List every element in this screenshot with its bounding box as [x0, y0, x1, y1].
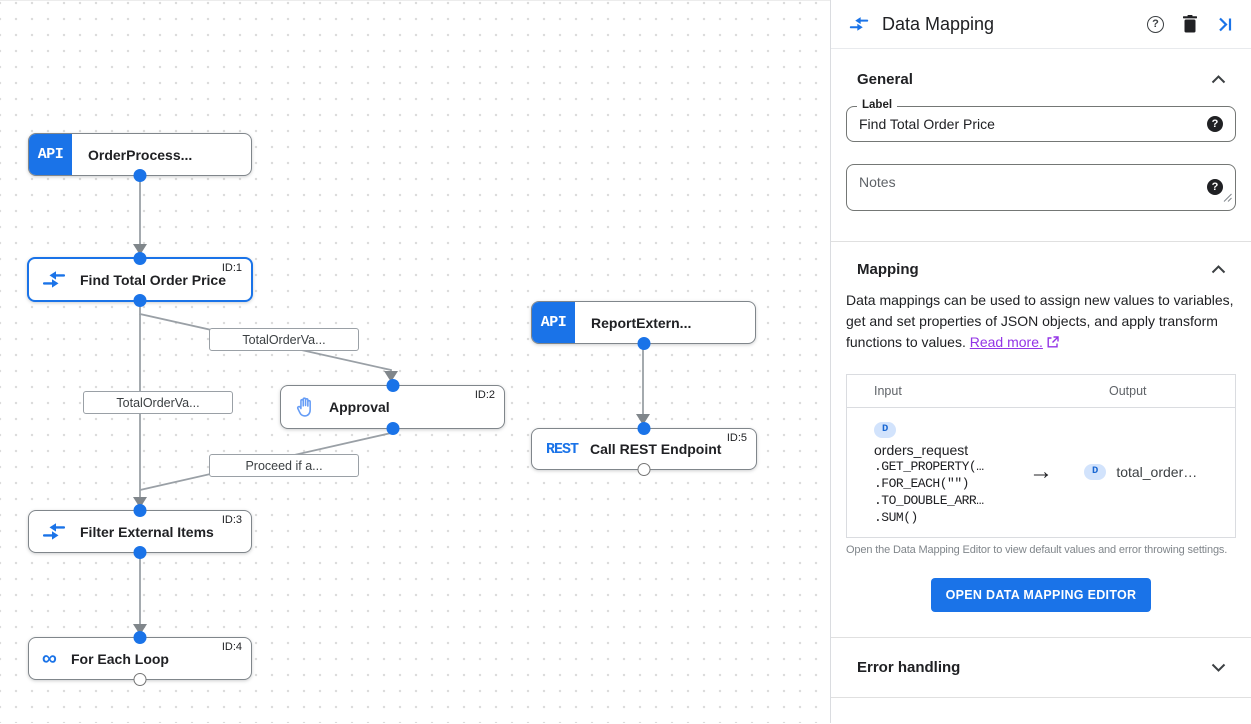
output-port[interactable] [133, 169, 147, 182]
edge-label-totalorder-filter[interactable]: TotalOrderVa... [83, 391, 233, 414]
input-port[interactable] [133, 252, 147, 265]
output-port[interactable] [637, 463, 651, 476]
node-label: Find Total Order Price [80, 271, 226, 288]
mapping-description: Data mappings can be used to assign new … [846, 292, 1234, 350]
node-label: ReportExtern... [591, 314, 692, 331]
data-mapping-icon [849, 16, 869, 32]
node-approval[interactable]: Approval ID:2 [280, 379, 505, 435]
help-icon[interactable]: ? [1207, 116, 1223, 132]
input-port[interactable] [133, 504, 147, 517]
api-badge: API [532, 302, 575, 343]
open-data-mapping-editor-button[interactable]: OPEN DATA MAPPING EDITOR [930, 578, 1152, 612]
notes-input[interactable] [859, 174, 1223, 202]
divider [831, 697, 1251, 698]
output-column-header: Output [1109, 384, 1147, 398]
input-port[interactable] [386, 379, 399, 392]
node-label: Filter External Items [80, 523, 214, 540]
double-type-badge: D [1084, 464, 1107, 480]
node-label: For Each Loop [70, 650, 169, 667]
node-label: Call REST Endpoint [590, 441, 722, 457]
arrowhead [133, 624, 147, 635]
node-call-rest-endpoint[interactable]: REST Call REST Endpoint ID:5 [531, 422, 757, 476]
read-more-link[interactable]: Read more. [969, 334, 1043, 350]
output-port[interactable] [386, 422, 399, 435]
flow-canvas[interactable]: TotalOrderVa... TotalOrderVa... Proceed … [0, 0, 830, 723]
chevron-down-icon[interactable] [1211, 663, 1226, 672]
node-find-total-order-price[interactable]: Find Total Order Price ID:1 [27, 252, 253, 307]
mapping-table: Input Output D orders_request .GET_PROPE… [846, 374, 1236, 538]
label-field[interactable]: Label Find Total Order Price ? [846, 99, 1236, 142]
input-variable: orders_request [874, 442, 969, 458]
arrowhead [133, 244, 147, 255]
node-id: ID:2 [474, 389, 495, 401]
loop-icon: ∞ [42, 646, 57, 670]
label-field-value[interactable]: Find Total Order Price [859, 116, 995, 132]
notes-field[interactable]: ? [846, 164, 1236, 211]
divider [831, 637, 1251, 638]
input-column-header: Input [874, 384, 902, 398]
edge-label-proceed-if[interactable]: Proceed if a... [209, 454, 359, 477]
hand-icon [294, 396, 315, 418]
mapping-table-header: Input Output [847, 375, 1235, 408]
external-link-icon[interactable] [1047, 333, 1059, 354]
data-mapping-icon [42, 270, 66, 289]
input-port[interactable] [133, 631, 147, 644]
panel-header: Data Mapping ? [831, 0, 1251, 49]
delete-icon[interactable] [1182, 15, 1198, 33]
section-general: General Label Find Total Order Price ? ? [831, 49, 1251, 211]
resize-handle-icon[interactable] [1223, 189, 1232, 207]
flow-edges [133, 176, 650, 635]
output-port[interactable] [133, 673, 147, 686]
arrowhead [636, 414, 650, 425]
divider [831, 241, 1251, 242]
node-id: ID:4 [221, 641, 242, 653]
node-report-extern[interactable]: API ReportExtern... [531, 301, 756, 350]
transform-line: .FOR_EACH("") [874, 476, 969, 491]
mapping-editor-caption: Open the Data Mapping Editor to view def… [846, 544, 1228, 556]
transform-line: .SUM() [874, 510, 918, 525]
node-label: Approval [329, 399, 390, 415]
output-port[interactable] [637, 337, 650, 350]
mapping-heading: Mapping [857, 261, 919, 278]
config-panel: Data Mapping ? General Label [830, 0, 1251, 723]
collapse-panel-icon[interactable] [1216, 16, 1233, 33]
mapping-row[interactable]: D orders_request .GET_PROPERTY(… .FOR_EA… [847, 408, 1235, 537]
error-handling-heading: Error handling [857, 659, 961, 676]
data-mapping-icon [42, 522, 66, 541]
edge-label-totalorder-approval[interactable]: TotalOrderVa... [209, 328, 359, 351]
panel-title: Data Mapping [882, 13, 995, 34]
node-id: ID:1 [221, 262, 242, 274]
output-port[interactable] [133, 294, 147, 307]
infinity-glyph: ∞ [42, 646, 57, 670]
node-order-process[interactable]: API OrderProcess... [28, 133, 252, 182]
double-type-badge: D [874, 422, 897, 438]
help-icon[interactable]: ? [1207, 179, 1223, 195]
input-port[interactable] [637, 422, 651, 435]
node-for-each-loop[interactable]: ∞ For Each Loop ID:4 [28, 631, 252, 686]
transform-line: .GET_PROPERTY(… [874, 459, 984, 474]
transform-line: .TO_DOUBLE_ARR… [874, 493, 984, 508]
help-icon[interactable]: ? [1147, 15, 1164, 33]
output-variable: total_order… [1116, 464, 1198, 480]
chevron-up-icon[interactable] [1211, 265, 1226, 274]
chevron-up-icon[interactable] [1211, 75, 1226, 84]
node-filter-external-items[interactable]: Filter External Items ID:3 [28, 504, 252, 559]
api-badge: API [29, 134, 72, 175]
arrowhead [384, 371, 398, 382]
rest-badge: REST [546, 440, 579, 458]
arrowhead [133, 497, 147, 508]
general-heading: General [857, 71, 913, 88]
output-port[interactable] [133, 546, 147, 559]
label-field-label: Label [857, 99, 898, 111]
node-id: ID:5 [726, 432, 747, 444]
section-mapping: Mapping Data mappings can be used to ass… [831, 242, 1251, 612]
section-error-handling: Error handling [831, 638, 1251, 697]
node-id: ID:3 [221, 514, 242, 526]
node-label: OrderProcess... [88, 146, 193, 163]
mapping-arrow-icon: → [1029, 458, 1053, 485]
